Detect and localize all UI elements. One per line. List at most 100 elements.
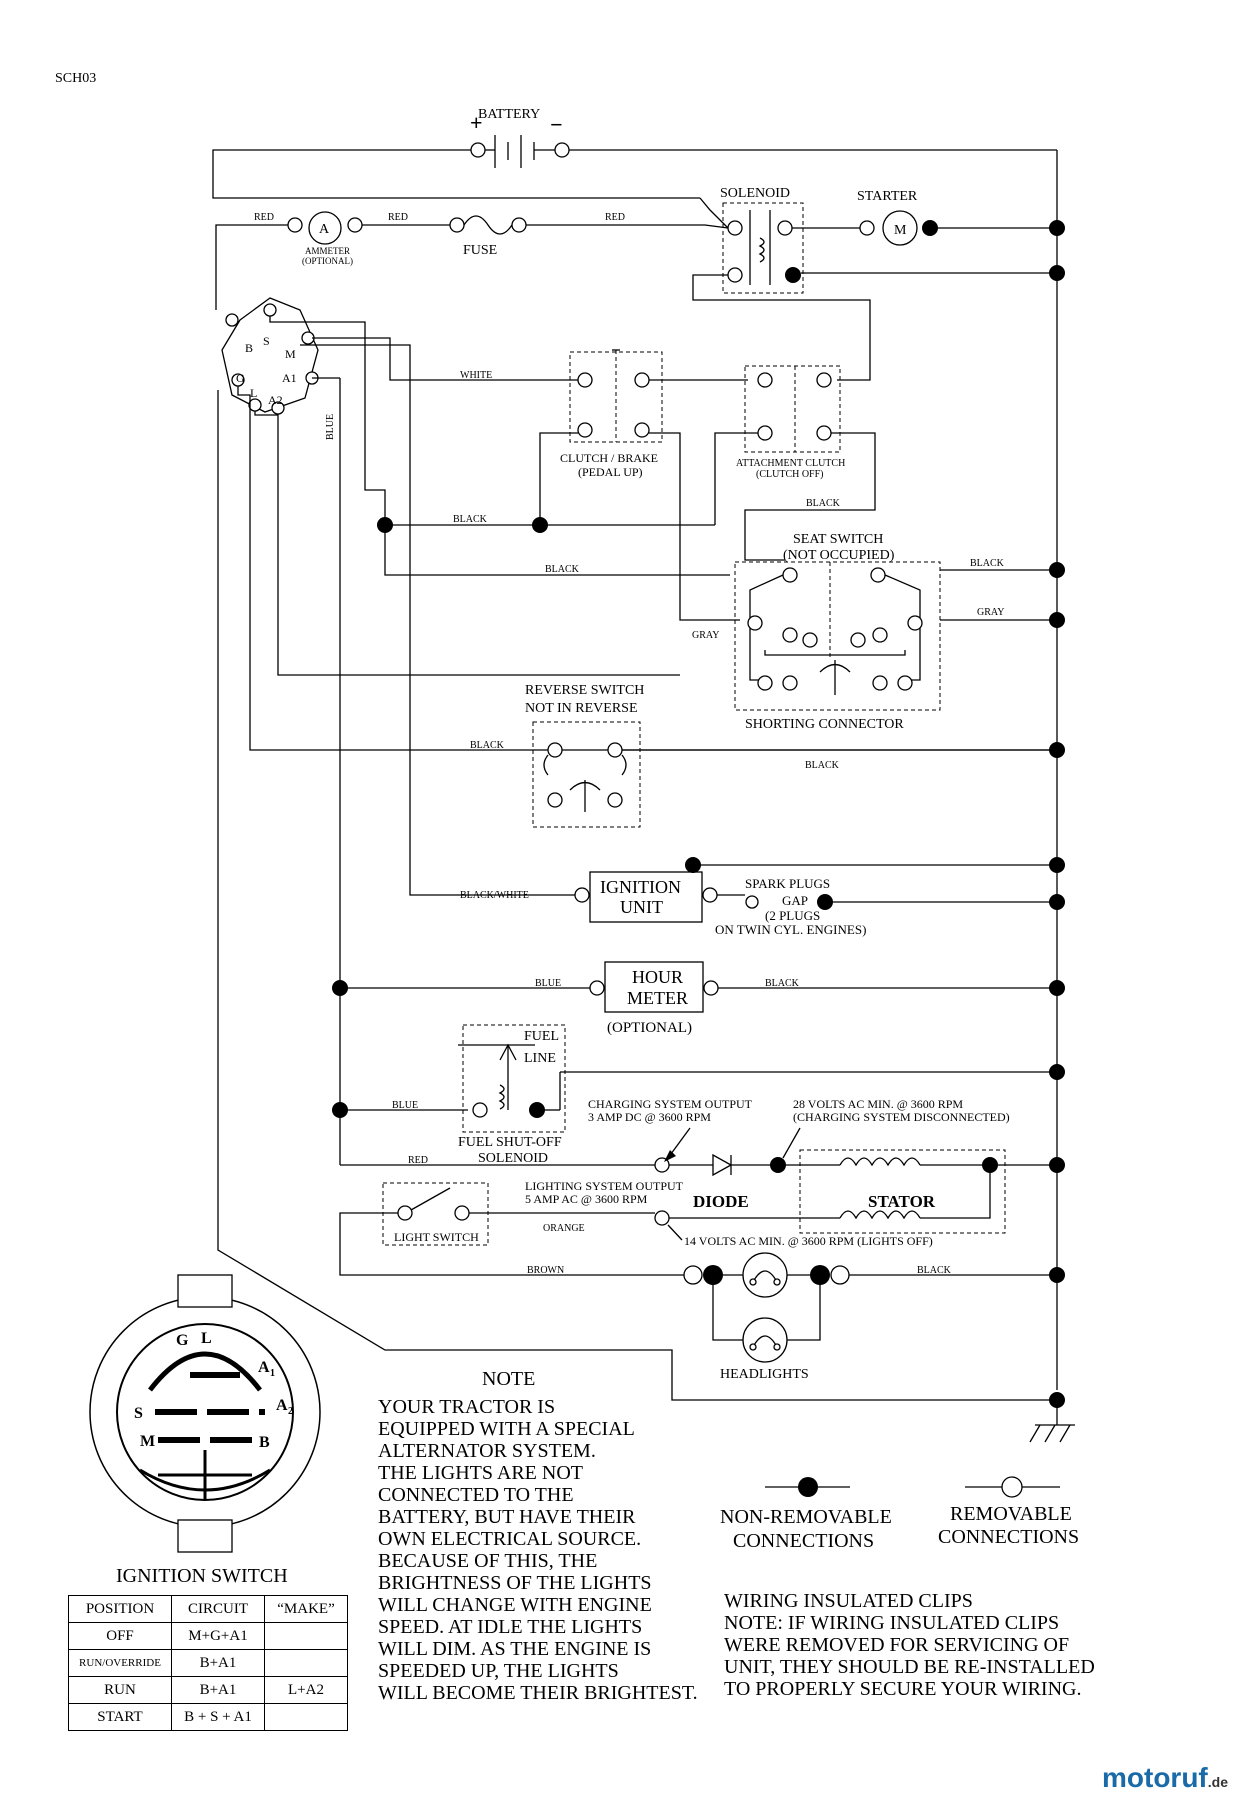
starter-label: STARTER xyxy=(857,189,918,204)
wire-label-blue-fuel: BLUE xyxy=(392,1100,418,1111)
lighting-output-terminal xyxy=(654,1210,670,1226)
wire-label-gray-right: GRAY xyxy=(977,607,1004,618)
wire-label-black-3: BLACK xyxy=(805,760,840,771)
volts28-label: 28 VOLTS AC MIN. @ 3600 RPM xyxy=(793,1097,963,1111)
face-terminal-a1-sub: 1 xyxy=(270,1368,275,1379)
cell-circuit: M+G+A1 xyxy=(171,1622,265,1650)
clutch-brake-sublabel: (PEDAL UP) xyxy=(578,465,643,479)
wire-label-black-1: BLACK xyxy=(453,514,488,525)
note-line: WILL DIM. AS THE ENGINE IS xyxy=(378,1638,652,1660)
cell-position: OFF xyxy=(68,1622,172,1650)
diode: DIODE xyxy=(669,1153,778,1211)
removable-connections: CONNECTIONS xyxy=(938,1526,1079,1548)
attachment-clutch-switch: ATTACHMENT CLUTCH (CLUTCH OFF) xyxy=(736,365,845,480)
stator: STATOR xyxy=(786,1149,1006,1234)
cell-make xyxy=(264,1622,348,1650)
hour-meter-label: HOUR xyxy=(632,967,683,987)
note-line: BRIGHTNESS OF THE LIGHTS xyxy=(378,1572,652,1594)
hour-meter-sublabel: METER xyxy=(627,988,688,1008)
fuel-line-label: LINE xyxy=(524,1051,556,1066)
cell-make xyxy=(264,1703,348,1731)
reverse-switch: REVERSE SWITCH NOT IN REVERSE xyxy=(525,683,644,828)
ignition-switch-face: G L A 1 A 2 S M B xyxy=(89,1274,321,1553)
ground-icon xyxy=(1029,1400,1075,1443)
face-terminal-a2: A xyxy=(276,1397,288,1414)
cell-position: START xyxy=(68,1703,172,1731)
col-position: POSITION xyxy=(68,1595,172,1623)
seat-switch: SEAT SWITCH (NOT OCCUPIED) SHORTING CONN… xyxy=(734,532,941,732)
cell-circuit: B+A1 xyxy=(171,1676,265,1704)
fuel-label: FUEL xyxy=(524,1029,559,1044)
note-body: YOUR TRACTOR IS EQUIPPED WITH A SPECIAL … xyxy=(378,1396,698,1704)
wire-label-orange: ORANGE xyxy=(543,1223,585,1234)
cell-position: RUN/OVERRIDE xyxy=(68,1649,172,1677)
wire-label-blue-vertical: BLUE xyxy=(325,414,336,440)
col-make: “MAKE” xyxy=(264,1595,348,1623)
volts14-label: 14 VOLTS AC MIN. @ 3600 RPM (LIGHTS OFF) xyxy=(684,1234,933,1248)
col-circuit: CIRCUIT xyxy=(171,1595,265,1623)
fuse: FUSE xyxy=(449,215,527,258)
ignition-switch-title: IGNITION SWITCH xyxy=(116,1565,288,1587)
table-header-row: POSITION CIRCUIT “MAKE” xyxy=(68,1595,348,1623)
legend-non-removable: NON-REMOVABLE CONNECTIONS xyxy=(720,1477,892,1552)
table-row: RUN B+A1 L+A2 xyxy=(68,1676,348,1704)
ignition-unit-sublabel: UNIT xyxy=(620,897,663,917)
wire-label-black-lights: BLACK xyxy=(917,1265,952,1276)
non-removable-label: NON-REMOVABLE xyxy=(720,1506,892,1528)
face-terminal-l: L xyxy=(201,1330,212,1347)
starter-solenoid: SOLENOID xyxy=(720,186,804,294)
cell-make xyxy=(264,1649,348,1677)
clips-note-line: TO PROPERLY SECURE YOUR WIRING. xyxy=(724,1678,1082,1700)
headlights: HEADLIGHTS xyxy=(683,1252,850,1382)
seat-switch-sublabel: (NOT OCCUPIED) xyxy=(783,548,895,563)
wire-label-black-hour: BLACK xyxy=(765,978,800,989)
diagram-code: SCH03 xyxy=(55,71,96,86)
lighting-output-sublabel: 5 AMP AC @ 3600 RPM xyxy=(525,1192,648,1206)
charging-output-sublabel: 3 AMP DC @ 3600 RPM xyxy=(588,1110,711,1124)
clips-note-line: WIRING INSULATED CLIPS xyxy=(724,1590,973,1612)
wire-label-blue-hour: BLUE xyxy=(535,978,561,989)
note-line: BECAUSE OF THIS, THE xyxy=(378,1550,598,1572)
fuel-shutoff-solenoid: FUEL LINE FUEL SHUT-OFF SOLENOID xyxy=(458,1024,566,1166)
light-switch: LIGHT SWITCH xyxy=(382,1182,489,1246)
junction xyxy=(770,1157,786,1173)
wire-label-black-seat: BLACK xyxy=(970,558,1005,569)
cell-circuit: B+A1 xyxy=(171,1649,265,1677)
fuel-shutoff-label: FUEL SHUT-OFF xyxy=(458,1135,562,1150)
battery-label: BATTERY xyxy=(478,107,540,122)
note-line: CONNECTED TO THE xyxy=(378,1484,574,1506)
face-terminal-a2-sub: 2 xyxy=(288,1406,293,1417)
wire-label-black-reverse: BLACK xyxy=(470,740,505,751)
battery-terminal-neg xyxy=(554,142,570,158)
wire-label-gray-left: GRAY xyxy=(692,630,719,641)
bus-junctions xyxy=(1049,220,1065,1408)
table-row: START B + S + A1 xyxy=(68,1703,348,1731)
ammeter-icon: A xyxy=(319,222,330,237)
note-line: SPEED. AT IDLE THE LIGHTS xyxy=(378,1616,643,1638)
ammeter: A AMMETER (OPTIONAL) xyxy=(287,211,363,266)
table-row: RUN/OVERRIDE B+A1 xyxy=(68,1649,348,1677)
note-line: OWN ELECTRICAL SOURCE. xyxy=(378,1528,642,1550)
battery-terminal-pos xyxy=(470,142,486,158)
wire-label-red-2: RED xyxy=(388,212,408,223)
ignition-unit: IGNITION UNIT xyxy=(574,871,718,923)
terminal-b: B xyxy=(245,341,253,355)
face-terminal-s: S xyxy=(134,1405,143,1422)
spark-twin-sublabel: ON TWIN CYL. ENGINES) xyxy=(715,922,866,937)
note-title: NOTE xyxy=(482,1368,536,1390)
ignition-circuit-table: POSITION CIRCUIT “MAKE” OFF M+G+A1 RUN/O… xyxy=(68,1595,348,1731)
note-line: EQUIPPED WITH A SPECIAL xyxy=(378,1418,635,1440)
seat-switch-label: SEAT SWITCH xyxy=(793,532,883,547)
attachment-clutch-label: ATTACHMENT CLUTCH xyxy=(736,458,845,469)
face-terminal-m: M xyxy=(140,1433,155,1450)
battery-plus-icon: + xyxy=(470,110,483,135)
cell-make: L+A2 xyxy=(264,1676,348,1704)
hour-meter-optional: (OPTIONAL) xyxy=(607,1020,692,1036)
note-line: BATTERY, BUT HAVE THEIR xyxy=(378,1506,636,1528)
starter-motor-icon: M xyxy=(894,223,907,238)
spark-twin-label: (2 PLUGS xyxy=(765,908,820,923)
ammeter-optional: (OPTIONAL) xyxy=(302,256,353,266)
solenoid-label: SOLENOID xyxy=(720,186,790,201)
shorting-connector-label: SHORTING CONNECTOR xyxy=(745,717,904,732)
